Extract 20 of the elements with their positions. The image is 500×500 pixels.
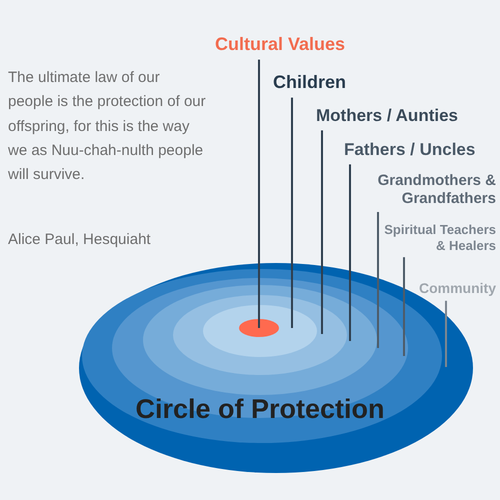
center-dot [239, 319, 279, 337]
ring-caption: Circle of Protection [134, 393, 386, 426]
protection-ring [173, 295, 347, 375]
circle-label: Community [412, 280, 496, 297]
leader-line [291, 98, 293, 328]
quote-text: The ultimate law of our people is the protection of our offspring, for this is the way we as Nuu-chah-nulth people will survive. [8, 68, 207, 186]
circle-label: Mothers / Aunties [316, 106, 486, 126]
circle-label: Fathers / Uncles [344, 140, 494, 160]
leader-line [258, 60, 260, 328]
protection-ring [112, 278, 408, 418]
quote-attribution: Alice Paul, Hesquiaht [8, 230, 152, 250]
circle-label: Children [273, 72, 373, 94]
protection-ring [143, 285, 377, 395]
circle-label: Spiritual Teachers & Healers [384, 222, 496, 254]
circle-label: Cultural Values [205, 34, 355, 56]
leader-line [377, 212, 379, 348]
circle-label: Grandmothers & Grandfathers [356, 172, 496, 208]
leader-line [349, 164, 351, 341]
protection-ring [203, 305, 317, 357]
leader-line [321, 130, 323, 334]
